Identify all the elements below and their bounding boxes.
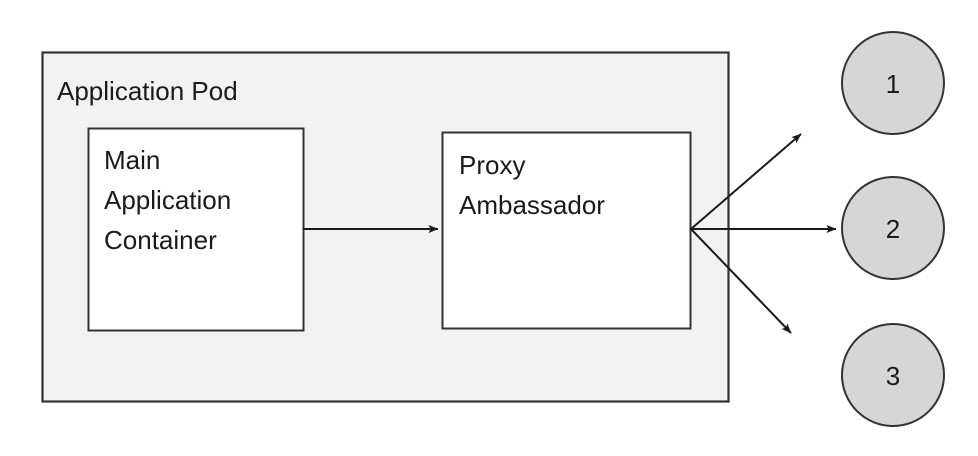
proxy-ambassador-line-1: Proxy: [459, 150, 525, 180]
external-node-3[interactable]: [841, 323, 945, 427]
main-application-container-box[interactable]: [87, 127, 305, 332]
main-application-container-line-2: Application: [104, 185, 231, 215]
external-node-1-label: 1: [886, 69, 900, 99]
external-node-2[interactable]: [841, 176, 945, 280]
connector-proxy-to-node-3: [690, 228, 792, 334]
main-application-container-line-1: Main: [104, 145, 160, 175]
external-node-2-label: 2: [886, 214, 900, 244]
proxy-ambassador-box[interactable]: [441, 131, 692, 330]
external-node-3-label: 3: [886, 361, 900, 391]
application-pod-label: Application Pod: [57, 76, 238, 106]
external-node-1[interactable]: [841, 31, 945, 135]
connector-proxy-to-node-1: [690, 133, 802, 230]
main-application-container-line-3: Container: [104, 225, 217, 255]
proxy-ambassador-line-2: Ambassador: [459, 190, 605, 220]
